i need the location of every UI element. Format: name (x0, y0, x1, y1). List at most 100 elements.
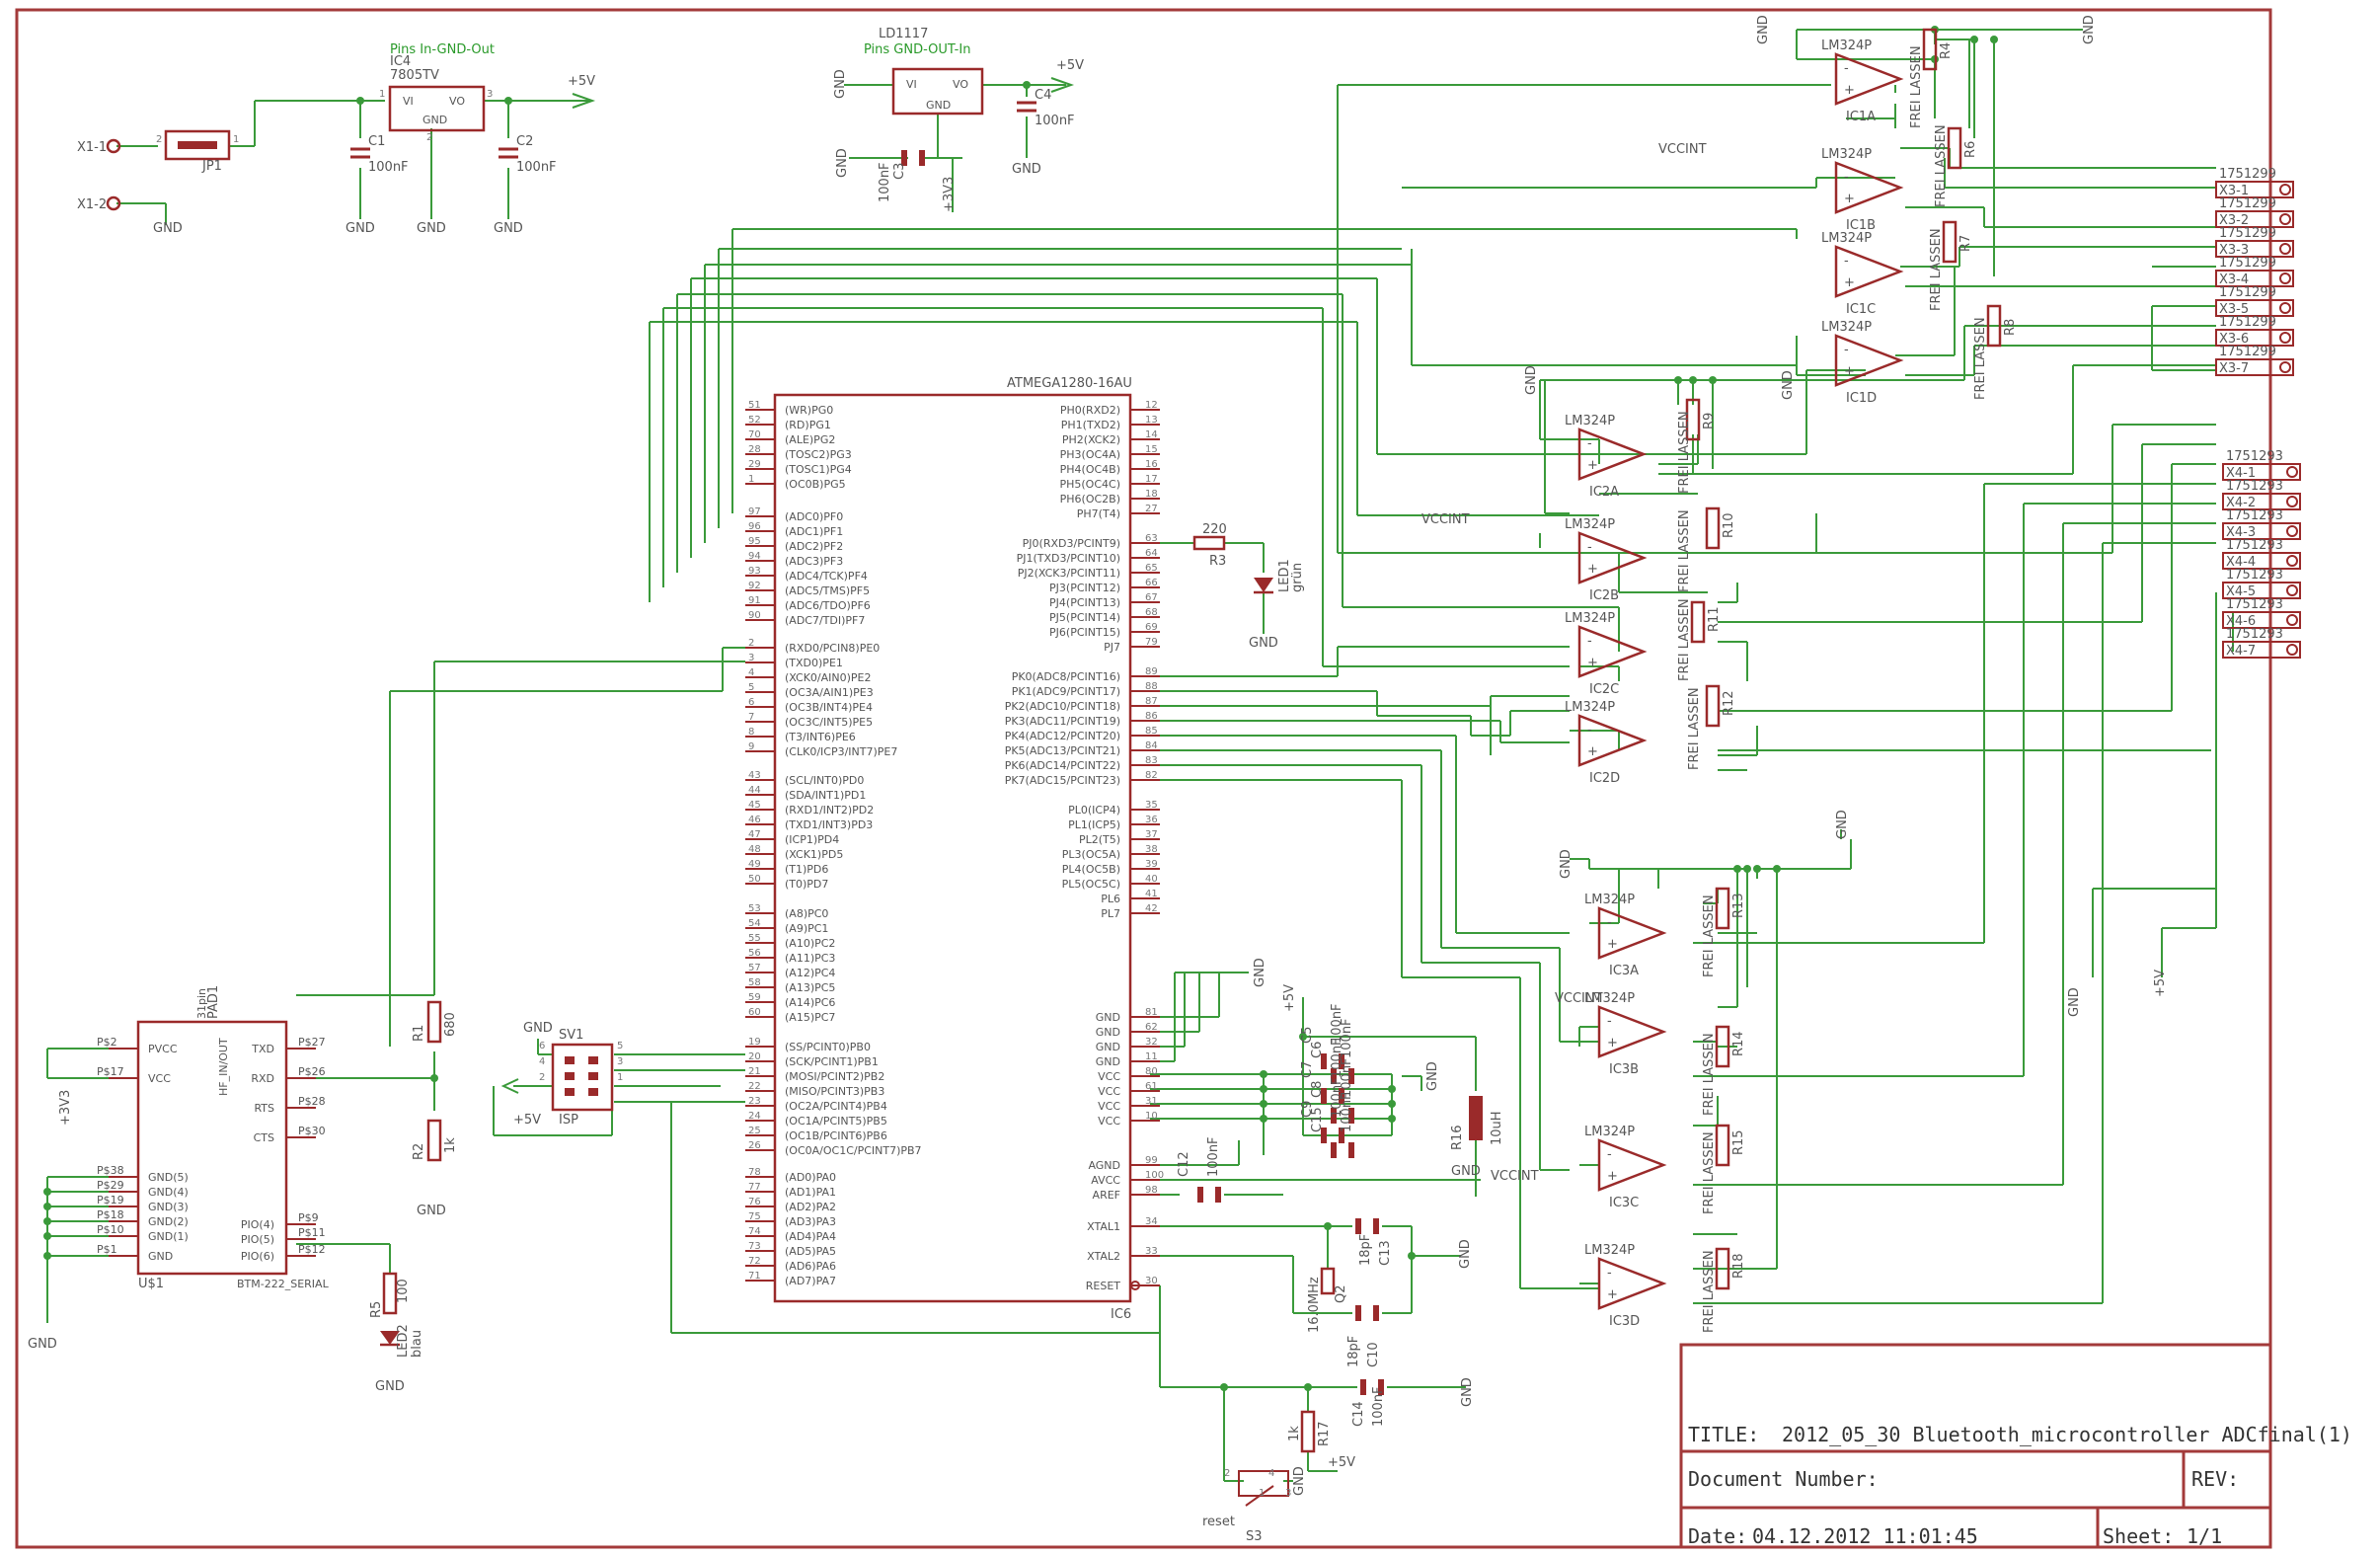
cap-name: C6 (1310, 1042, 1325, 1058)
mcu-pin-num: 28 (748, 444, 761, 455)
mcu-pin-num: 5 (748, 682, 754, 693)
mcu-pin-name: (A11)PC3 (785, 952, 835, 965)
mcu-pin-name: (XCK1)PD5 (785, 848, 843, 861)
cap-name: C10 (1366, 1342, 1381, 1367)
opamp-part: LM324P (1584, 991, 1635, 1006)
mcu-pin-num: 23 (748, 1096, 761, 1107)
mcu-pin-num: 52 (748, 415, 761, 426)
frei-lassen-label: FREI LASSEN (1677, 411, 1692, 494)
r5-value: 100 (396, 1279, 411, 1303)
mcu-ref: IC6 (1111, 1307, 1131, 1322)
bt-pin-name: PVCC (148, 1043, 178, 1055)
date-value: 04.12.2012 11:01:45 (1752, 1524, 1978, 1548)
inductor-value: 10uH (1490, 1111, 1504, 1145)
mcu-pin-num: 24 (748, 1111, 761, 1122)
mcu-pin-num: 87 (1145, 696, 1158, 707)
switch-pin: 2 (1224, 1468, 1230, 1479)
gnd-label: GND (494, 221, 523, 236)
mcu-pin-num: 66 (1145, 578, 1158, 588)
crystal-name: Q2 (1334, 1284, 1348, 1303)
bt-pin-net: P$10 (97, 1223, 124, 1236)
mcu-pin-num: 55 (748, 933, 761, 944)
mcu-pin-num: 10 (1145, 1111, 1158, 1122)
cap-value: 100nF (1340, 1057, 1354, 1098)
cap-name: C14 (1351, 1401, 1366, 1427)
opamp-minus: - (1607, 1266, 1612, 1281)
led1-group: 220 R3 LED1 grün GND (1192, 522, 1305, 651)
frei-lassen-label: FREI LASSEN (1702, 1033, 1717, 1116)
frei-lassen-label: FREI LASSEN (1677, 598, 1692, 681)
mcu-pin-name: (OC3A/AIN1)PE3 (785, 686, 874, 699)
title-label: TITLE: (1688, 1423, 1759, 1446)
mcu-pin-num: 1 (748, 474, 754, 485)
mcu-pin-name: (AD4)PA4 (785, 1230, 836, 1243)
connector-part: 1751293 (2226, 449, 2283, 464)
mcu-pin-num: 90 (748, 610, 761, 621)
mcu-pin-num: 95 (748, 536, 761, 547)
rev-label: REV: (2191, 1467, 2239, 1491)
reg3-note: Pins GND-OUT-In (864, 42, 970, 57)
mcu-pin-num: 22 (748, 1081, 761, 1092)
jumper-jp1: JP1 2 1 (156, 129, 239, 174)
mcu-pin-name: (A13)PC5 (785, 981, 835, 994)
opamp-res-name: R18 (1731, 1253, 1746, 1279)
opamp-plus: + (1607, 1287, 1618, 1302)
mcu-pin-name: XTAL2 (1087, 1250, 1120, 1263)
mcu-pin-num: 43 (748, 770, 761, 781)
mcu-pin-name: AGND (1088, 1159, 1120, 1172)
mcu-pin-num: 47 (748, 829, 761, 840)
cap-value: 100nF (516, 160, 557, 175)
mcu-pin-num: 4 (748, 667, 754, 678)
gnd-label: GND (417, 221, 446, 236)
date-label: Date: (1688, 1524, 1747, 1548)
cap-name: C7 (1300, 1061, 1315, 1078)
isp-pin: 2 (539, 1072, 545, 1083)
mcu-pin-num: 48 (748, 844, 761, 855)
mcu-pin-name: (XCK0/AIN0)PE2 (785, 671, 872, 684)
mcu-pin-num: 20 (748, 1051, 761, 1062)
cap-name: C1 (368, 134, 385, 149)
mcu-pin-name: (T3/INT6)PE6 (785, 731, 856, 743)
gnd-label: GND (835, 148, 850, 178)
gnd-label: GND (1756, 15, 1771, 44)
mcu-pin-num: 96 (748, 521, 761, 532)
connector-pin: X4-4 (2226, 555, 2256, 570)
mcu-pin-num: 42 (1145, 903, 1158, 914)
mcu-pin-name: PH4(OC4B) (1060, 463, 1120, 476)
mcu-pin-num: 74 (748, 1226, 761, 1237)
isp-5v: +5V (513, 1113, 541, 1128)
opamp-res-name: R15 (1731, 1129, 1746, 1155)
mcu-pin-name: (T0)PD7 (785, 878, 828, 891)
mcu-pin-num: 41 (1145, 889, 1158, 899)
mcu-pin-num: 85 (1145, 726, 1158, 737)
rail-5v-label: +5V (2153, 970, 2168, 997)
bt-pin-name: GND(4) (148, 1186, 189, 1199)
inductor-name: R16 (1450, 1125, 1465, 1150)
mcu-pin-num: 25 (748, 1126, 761, 1136)
mcu-pin-num: 93 (748, 566, 761, 577)
mcu-pin-name: PJ2(XCK3/PCINT11) (1018, 567, 1120, 580)
cap-value: 100nF (1035, 114, 1075, 128)
cap-value: 100nF (1206, 1136, 1221, 1177)
mcu-pin-num: 64 (1145, 548, 1158, 559)
opamp-part: LM324P (1821, 39, 1872, 53)
connector-pin: X3-5 (2219, 302, 2249, 317)
gnd-label: GND (345, 221, 375, 236)
mcu-pin-num: 92 (748, 581, 761, 591)
mcu-pin-num: 38 (1145, 844, 1158, 855)
connector-part: 1751299 (2219, 345, 2276, 359)
mcu-pin-name: PK6(ADC14/PCINT22) (1005, 759, 1120, 772)
gnd-label: GND (1451, 1164, 1481, 1179)
connector-part: 1751299 (2219, 256, 2276, 271)
reg3-out-label: +5V (1056, 58, 1084, 73)
mcu-pin-num: 60 (748, 1007, 761, 1018)
bt-pin-net: P$30 (298, 1125, 326, 1137)
mcu-pin-num: 99 (1145, 1155, 1158, 1166)
cap-name: C8 (1310, 1081, 1325, 1098)
mcu-pin-name: PH1(TXD2) (1061, 419, 1120, 431)
connector-pin: X4-3 (2226, 525, 2256, 540)
mcu-atmega1280: ATMEGA1280-16AU IC6 51(WR)PG052(RD)PG170… (745, 376, 1164, 1322)
reset-label: reset (1202, 1515, 1235, 1529)
